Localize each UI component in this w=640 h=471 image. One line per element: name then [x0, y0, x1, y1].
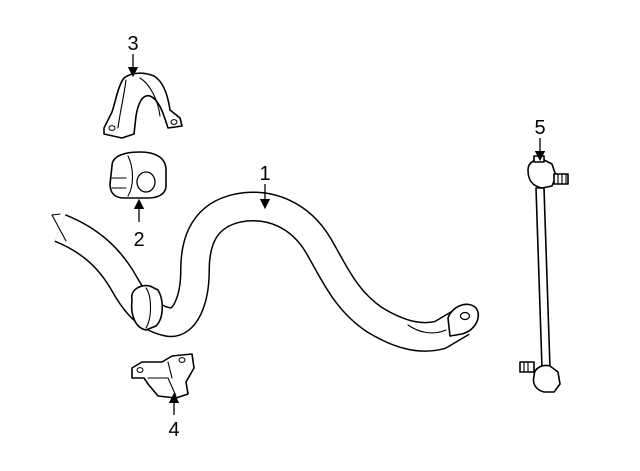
callout-4: 4	[168, 419, 179, 441]
bushing-bracket	[103, 72, 183, 139]
stabilizer-link	[519, 155, 569, 393]
stabilizer-bushing	[109, 151, 167, 199]
callout-1: 1	[259, 163, 270, 185]
callout-3: 3	[127, 33, 138, 55]
callout-5: 5	[534, 117, 545, 139]
mounting-bracket	[131, 353, 195, 399]
stabilizer-bar	[51, 191, 480, 352]
callout-2: 2	[133, 229, 144, 251]
